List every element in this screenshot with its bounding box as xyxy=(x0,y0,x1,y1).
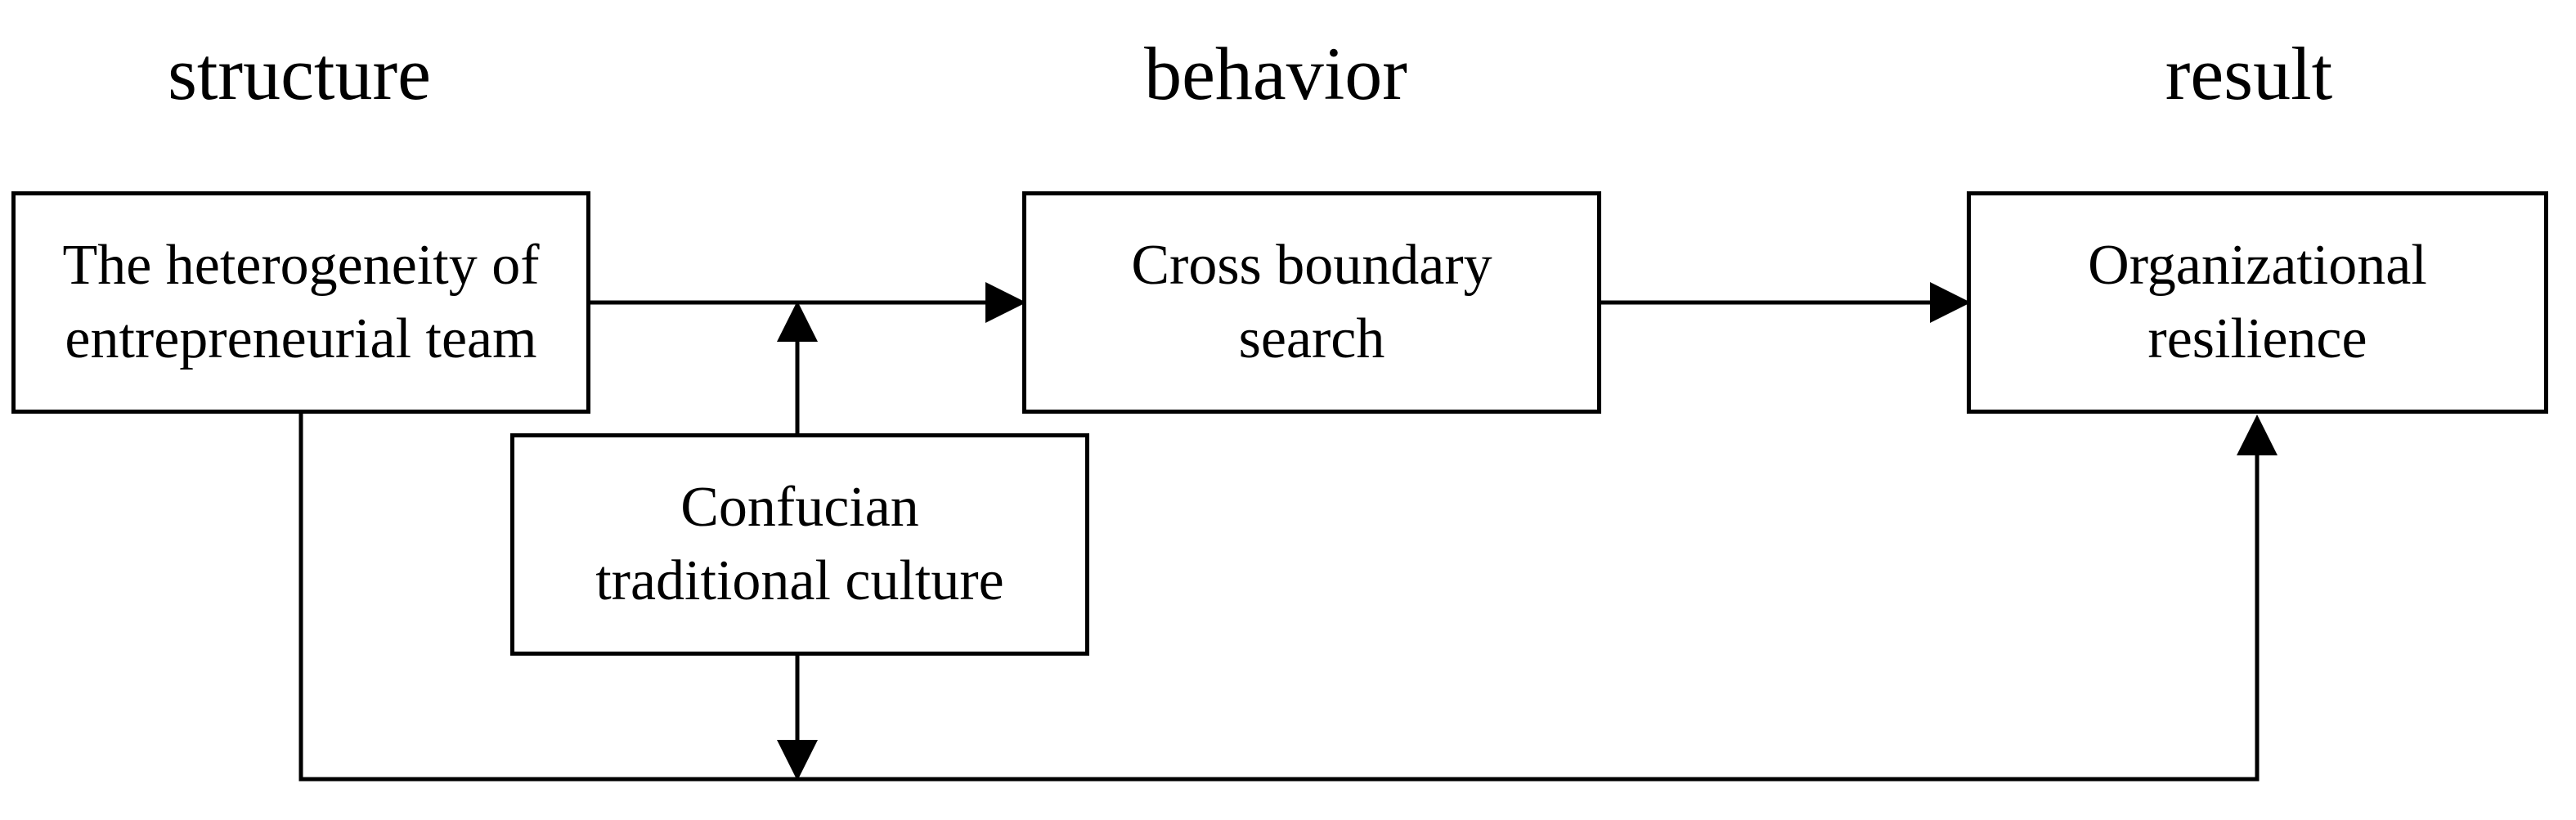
heading-result: result xyxy=(2165,32,2333,115)
box-resilience-line1: Organizational xyxy=(2088,234,2427,297)
box-cross-boundary-line1: Cross boundary xyxy=(1131,234,1492,297)
box-cross-boundary-line2: search xyxy=(1238,307,1385,370)
box-heterogeneity-line2: entrepreneurial team xyxy=(65,307,537,370)
heading-behavior: behavior xyxy=(1144,32,1407,115)
box-cross-boundary-search: Cross boundary search xyxy=(1022,191,1601,414)
box-organizational-resilience: Organizational resilience xyxy=(1967,191,2548,414)
arrow-heterogeneity-to-resilience xyxy=(298,413,2278,782)
box-resilience-line2: resilience xyxy=(2147,307,2367,370)
box-confucian-line1: Confucian xyxy=(680,476,919,539)
box-confucian-line2: traditional culture xyxy=(595,549,1004,612)
heading-structure: structure xyxy=(168,32,431,115)
box-heterogeneity: The heterogeneity of entrepreneurial tea… xyxy=(11,191,590,414)
box-confucian-culture: Confucian traditional culture xyxy=(510,433,1089,656)
box-heterogeneity-line1: The heterogeneity of xyxy=(62,234,540,297)
